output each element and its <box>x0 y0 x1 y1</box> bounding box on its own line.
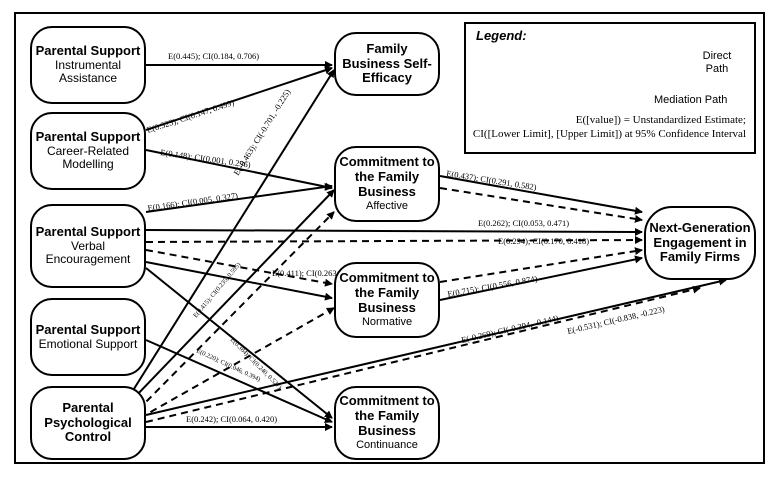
node-commit-continuance: Commitment to the Family Business Contin… <box>334 386 440 460</box>
legend-mediation-label: Mediation Path <box>654 94 728 106</box>
legend-note-estimate: E([value]) = Unstandardized Estimate; <box>575 114 746 126</box>
path-label: E(-0.463); CI(-0.701, -0.225) <box>231 87 292 177</box>
mediation-control-normative <box>139 307 335 419</box>
path-label: E(0.411); CI(0.263, 0.558) <box>272 268 363 278</box>
node-ps-instrumental: Parental Support Instrumental Assistance <box>30 26 146 104</box>
path-control-to-nextgen <box>145 277 727 416</box>
mediation-control-efficacy-affective <box>137 211 335 411</box>
path-career-to-affective <box>145 149 333 191</box>
node-ps-career: Parental Support Career-Related Modellin… <box>30 112 146 190</box>
legend-title: Legend: <box>476 28 527 43</box>
path-label: E(0.262); CI(0.053, 0.471) <box>478 218 569 228</box>
node-commit-normative: Commitment to the Family Business Normat… <box>334 262 440 338</box>
path-emotional-to-continuance <box>145 339 333 423</box>
path-label: E(0.294); CI(0.170, 0.418) <box>498 236 589 246</box>
path-verbal-to-continuance <box>145 267 333 419</box>
node-ps-verbal: Parental Support Verbal Encouragement <box>30 204 146 288</box>
path-control-to-affective <box>133 189 335 399</box>
node-pp-control: Parental Psychological Control <box>30 386 146 460</box>
path-label: E(0.323); CI(0.147, 0.499) <box>146 97 236 135</box>
path-normative-to-nextgen <box>439 255 643 301</box>
path-label: E(0.715); CI(0.556, 0.874) <box>447 273 539 299</box>
mediation-control-nextgen <box>145 285 701 423</box>
node-ps-emotional: Parental Support Emotional Support <box>30 298 146 376</box>
mediation-verbal-normative <box>145 249 333 287</box>
path-affective-to-nextgen <box>439 175 643 215</box>
mediation-normative-nextgen <box>439 247 643 283</box>
path-verbal-to-normative <box>145 261 333 301</box>
diagram-frame <box>14 12 765 464</box>
path-verbal-to-nextgen <box>145 227 643 236</box>
legend-note-ci: CI([Lower Limit], [Upper Limit]) at 95% … <box>472 128 746 140</box>
node-self-efficacy: Family Business Self-Efficacy <box>334 32 440 96</box>
path-label: E(0.242); CI(0.064, 0.420) <box>186 414 277 424</box>
path-label: E(0.445); CI(0.184, 0.706) <box>168 51 259 61</box>
node-nextgen-engagement: Next-Generation Engagement in Family Fir… <box>644 206 756 280</box>
path-label: E(0.166); CI(0.005, 0.327) <box>147 190 239 213</box>
path-career-to-efficacy <box>145 66 333 131</box>
legend-box: Legend: Direct Path Mediation Path E([va… <box>464 22 756 154</box>
node-commit-affective: Commitment to the Family Business Affect… <box>334 146 440 222</box>
path-verbal-to-affective <box>145 183 333 213</box>
path-label: E(-0.269); CI(-0.394, -0.144) <box>460 313 559 345</box>
legend-direct-label: Direct Path <box>702 50 732 76</box>
mediation-affective-nextgen <box>439 187 643 223</box>
mediation-verbal-affective-nextgen <box>145 236 643 245</box>
